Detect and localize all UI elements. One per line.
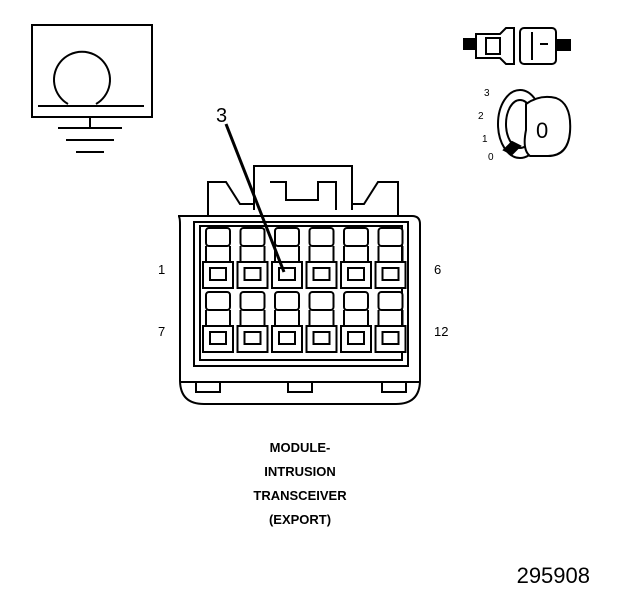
terminal-cavity: [271, 291, 303, 353]
terminal-cavity: [271, 227, 303, 289]
callout-leader: [224, 123, 286, 273]
terminal-cavity: [202, 227, 234, 289]
terminal-cavity: [340, 227, 372, 289]
terminal-cavity: [340, 291, 372, 353]
pin-label-12: 12: [434, 324, 448, 339]
ground-symbol-icon: [31, 24, 153, 153]
pin-label-1: 1: [158, 262, 165, 277]
terminal-cavity: [305, 227, 338, 289]
ignition-key-icon: [497, 89, 572, 159]
terminal-cavity: [202, 291, 234, 353]
key-position-3: 3: [484, 88, 490, 99]
connector-caption: MODULE- INTRUSION TRANSCEIVER (EXPORT): [200, 436, 400, 532]
caption-line-2: INTRUSION: [264, 464, 336, 479]
terminal-cavity: [236, 291, 269, 353]
caption-line-1: MODULE-: [269, 440, 331, 455]
figure-number: 295908: [516, 563, 590, 588]
terminal-cavity: [305, 291, 338, 353]
callout-number: 3: [216, 105, 227, 127]
caption-line-4: (EXPORT): [268, 512, 332, 527]
key-head-label: 0: [536, 118, 548, 143]
terminal-grid: [202, 227, 407, 353]
pin-label-7: 7: [158, 324, 165, 339]
connector-plug-icon: [463, 27, 571, 65]
key-position-0: 0: [488, 152, 494, 163]
terminal-cavity: [236, 227, 269, 289]
caption-line-3: TRANSCEIVER: [253, 488, 347, 503]
terminal-cavity: [374, 291, 407, 353]
key-position-1: 1: [482, 134, 488, 145]
key-position-2: 2: [478, 111, 484, 122]
terminal-cavity: [374, 227, 407, 289]
pin-label-6: 6: [434, 262, 441, 277]
